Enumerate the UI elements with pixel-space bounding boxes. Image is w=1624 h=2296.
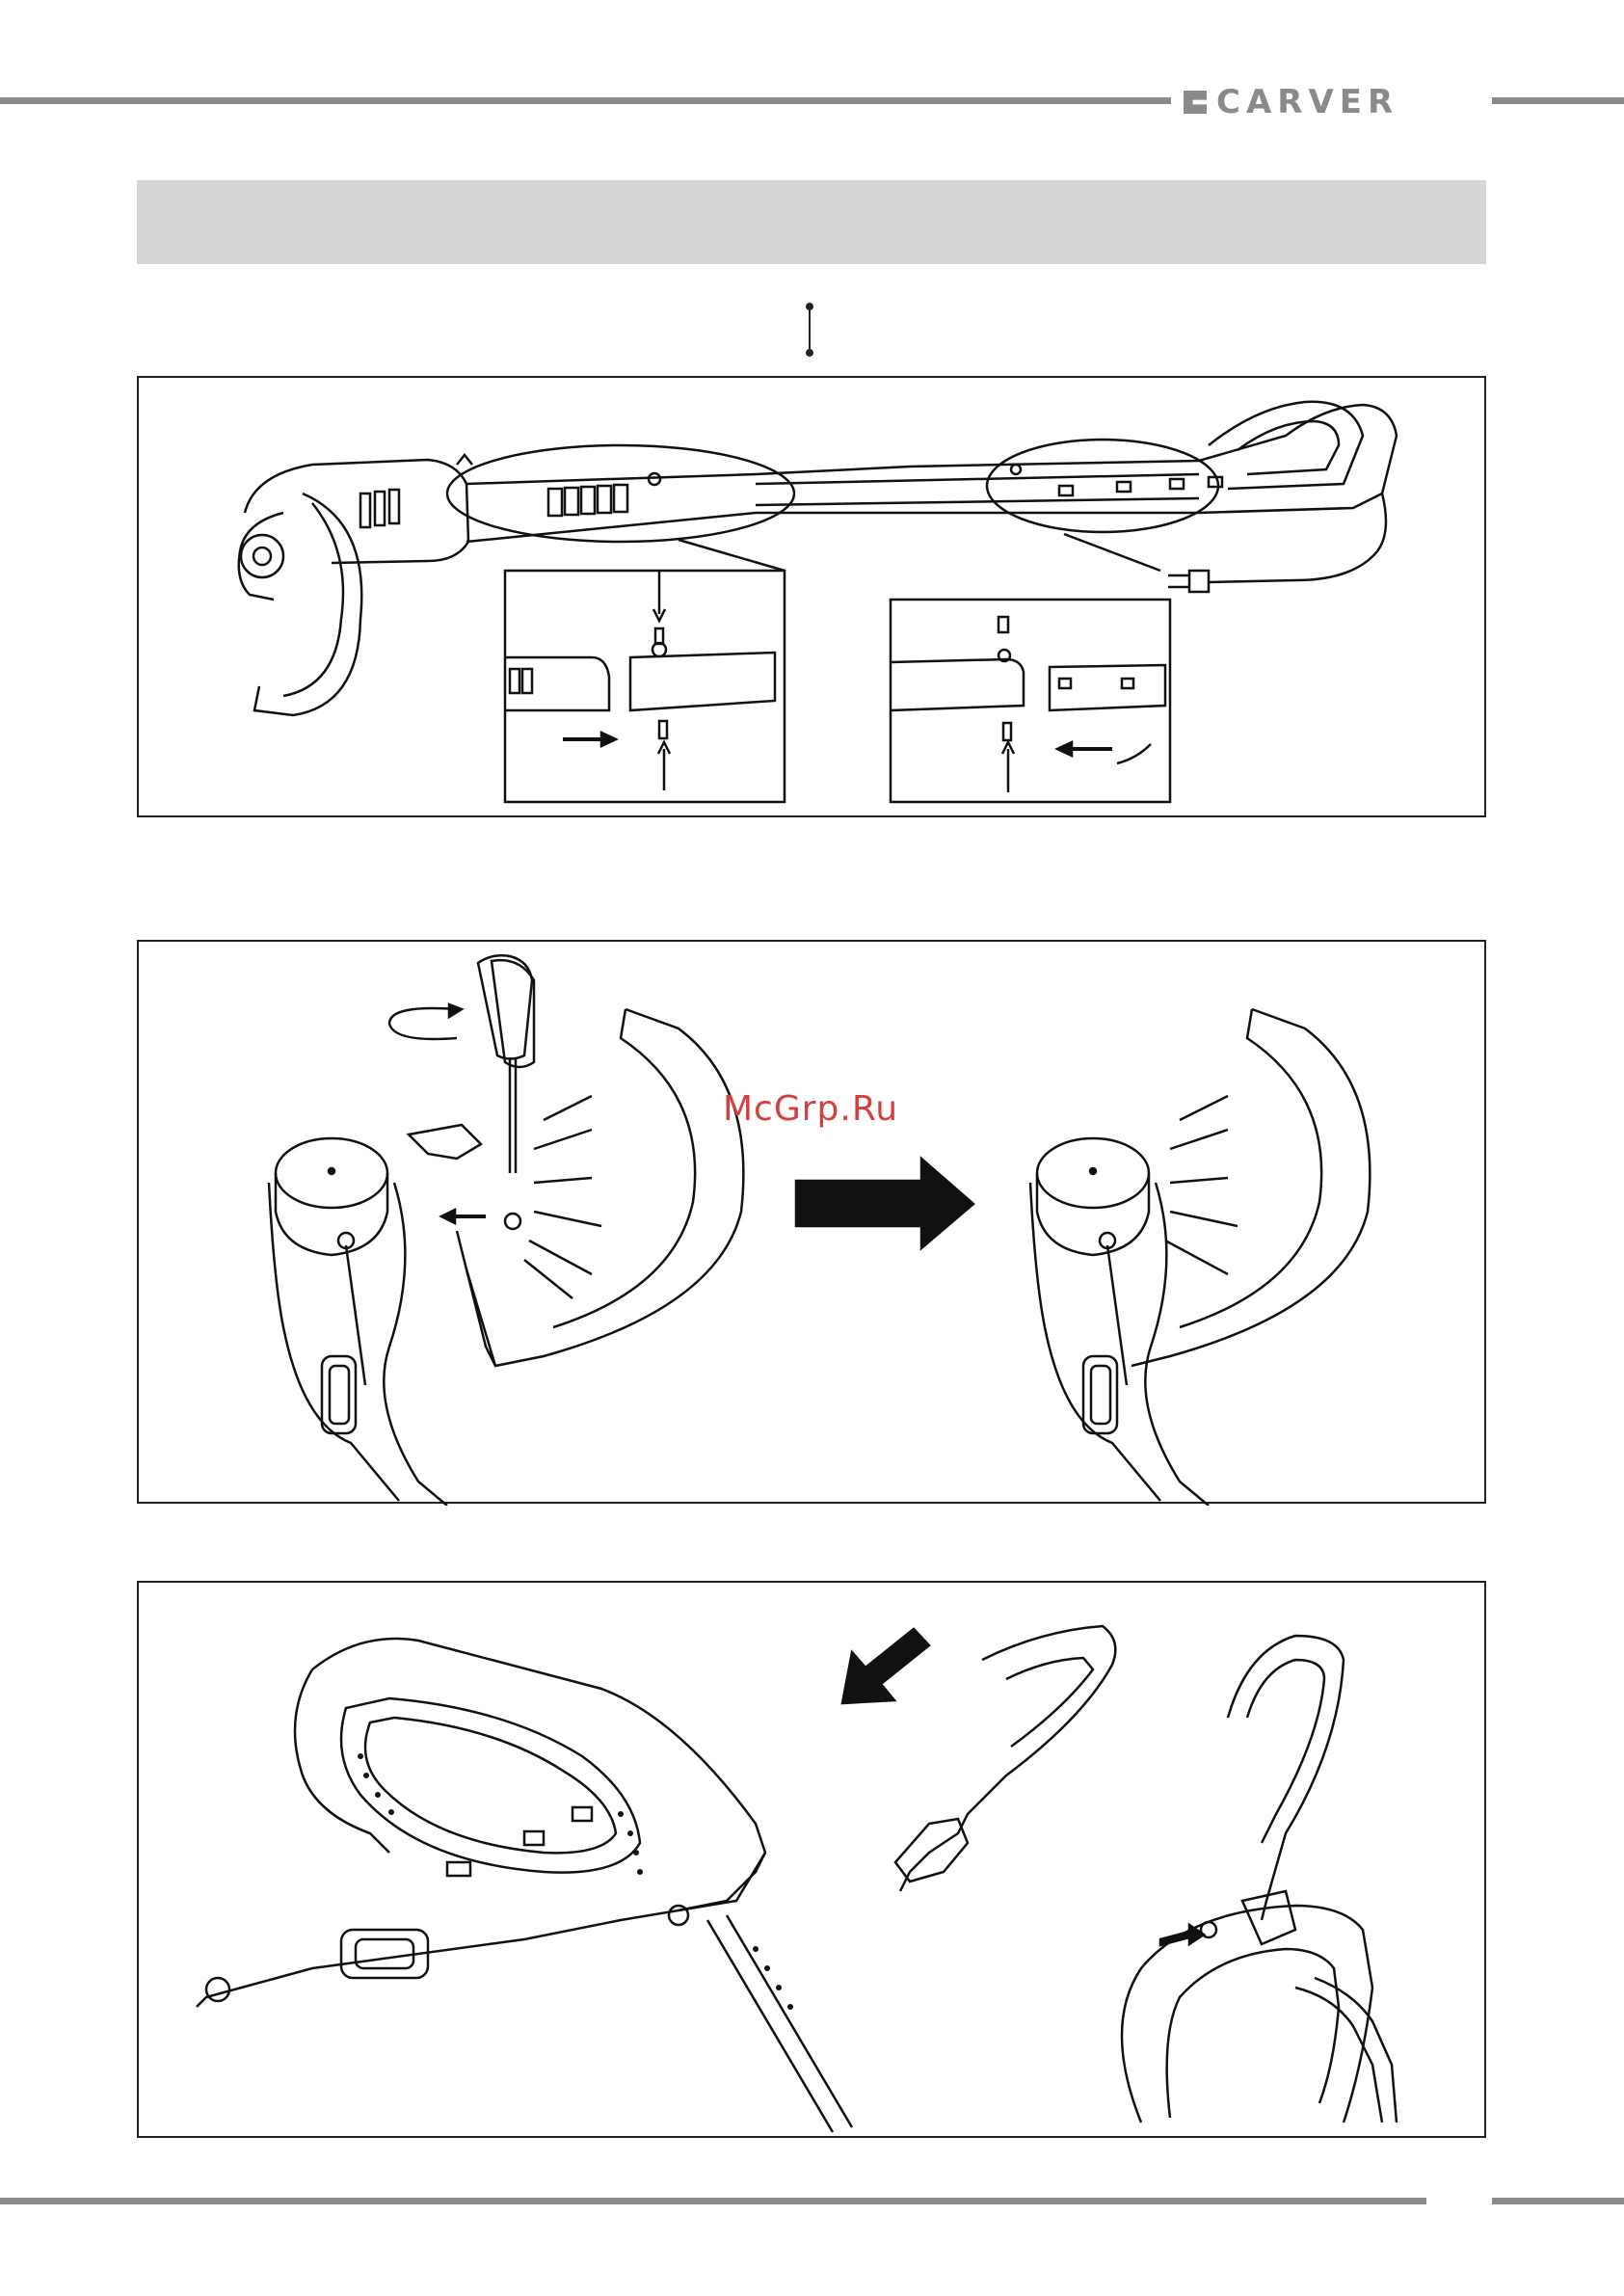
handle-mounting-drawing (139, 1583, 1488, 2140)
header-rule-right (1492, 97, 1624, 104)
figure-handle-mounting (137, 1581, 1486, 2138)
shaft-assembly-drawing (139, 378, 1488, 819)
section-title-bar (137, 180, 1486, 264)
figure-shaft-assembly (137, 376, 1486, 817)
connector-marker-icon (800, 301, 819, 359)
footer-rule-left (0, 2198, 1426, 2204)
carver-logo-mark-icon (1184, 91, 1207, 114)
guard-mounting-drawing (139, 942, 1488, 1506)
brand-name: CARVER (1216, 86, 1398, 119)
figure-guard-mounting: McGrp.Ru (137, 940, 1486, 1504)
watermark: McGrp.Ru (723, 1089, 898, 1129)
header-rule-left (0, 97, 1171, 104)
footer-rule-right (1492, 2198, 1624, 2204)
brand-logo: CARVER (1184, 83, 1398, 121)
